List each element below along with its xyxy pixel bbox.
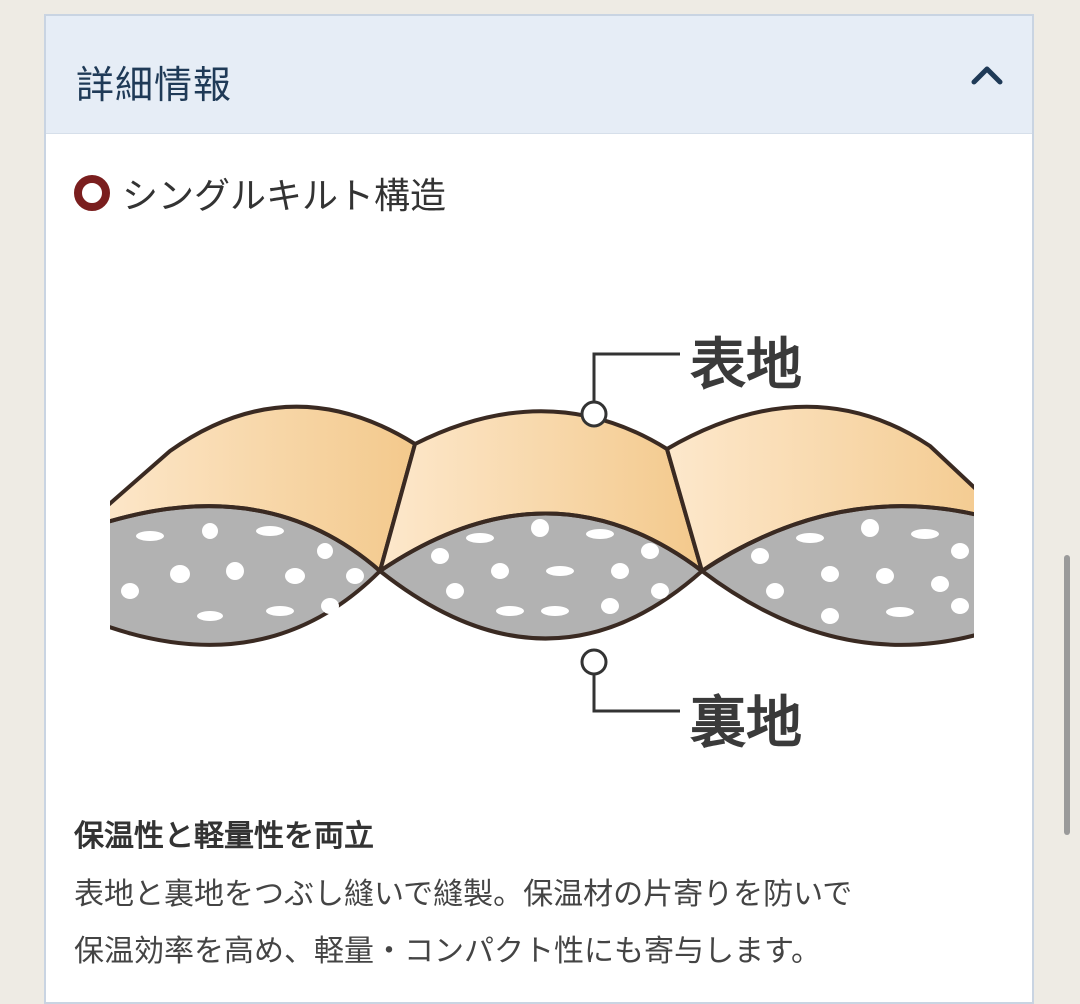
top-callout-dot bbox=[580, 400, 608, 428]
section-title: シングルキルト構造 bbox=[122, 176, 447, 217]
ring-bullet-icon bbox=[74, 175, 110, 211]
bottom-fabric-label: 裏地 bbox=[690, 691, 802, 756]
details-panel-title: 詳細情報 bbox=[76, 63, 233, 107]
description-line-2: 保温効率を高め、軽量・コンパクト性にも寄与します。 bbox=[74, 934, 821, 969]
page-scrollbar[interactable] bbox=[1064, 555, 1070, 835]
fiber-flecks bbox=[121, 519, 969, 624]
details-panel: 詳細情報 シングルキルト構造 bbox=[44, 14, 1034, 1004]
description-heading: 保温性と軽量性を両立 bbox=[74, 819, 374, 854]
description-text: 表地と裏地をつぶし縫いで縫製。保温材の片寄りを防いで 保温効率を高め、軽量・コン… bbox=[74, 866, 1014, 980]
description-line-1: 表地と裏地をつぶし縫いで縫製。保温材の片寄りを防いで bbox=[74, 877, 853, 912]
top-fabric-label: 表地 bbox=[690, 333, 802, 398]
chevron-up-icon[interactable] bbox=[970, 62, 1004, 86]
section-heading: シングルキルト構造 bbox=[74, 168, 446, 218]
bottom-callout-dot bbox=[580, 648, 608, 676]
bottom-callout-line bbox=[592, 672, 680, 713]
details-panel-header[interactable]: 詳細情報 bbox=[46, 16, 1032, 134]
quilt-diagram-svg bbox=[110, 352, 974, 713]
top-callout-line bbox=[592, 352, 680, 406]
quilt-structure-diagram: 表地 裏地 bbox=[110, 306, 974, 756]
